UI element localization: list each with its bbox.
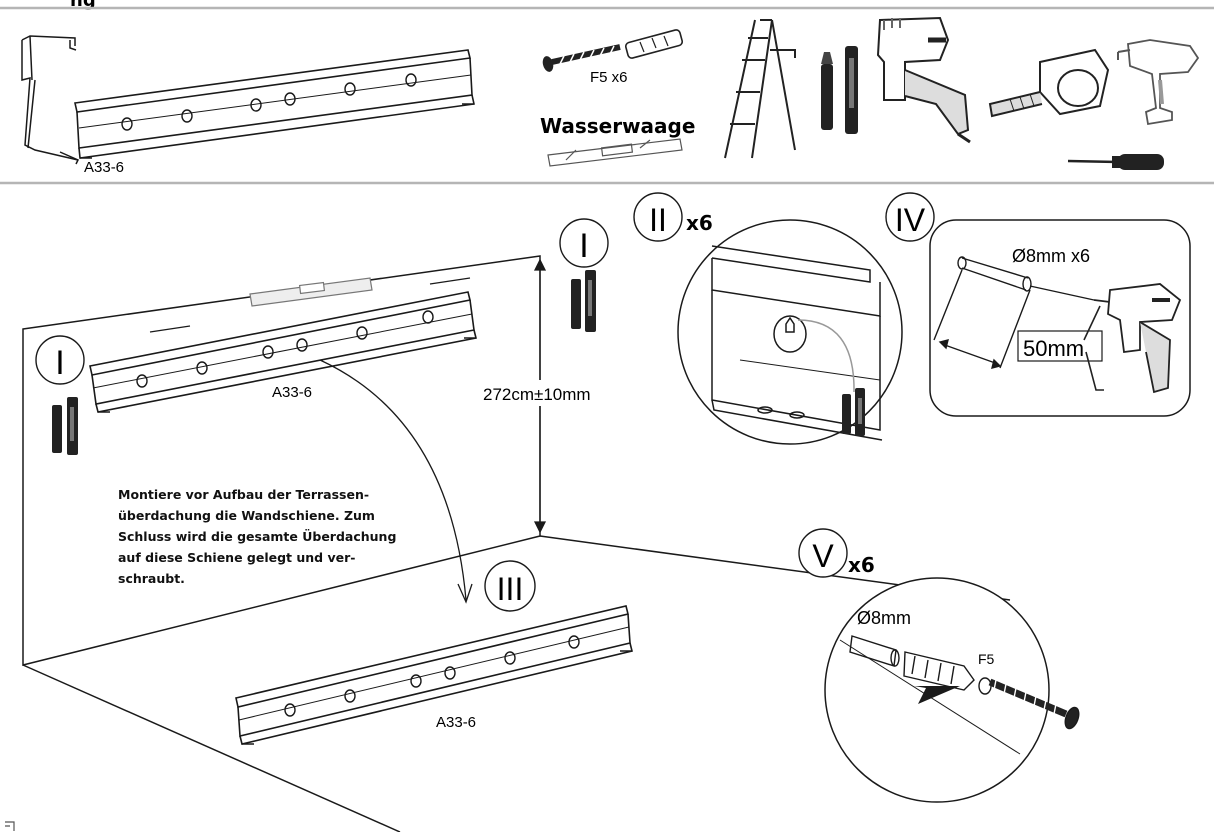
wall-rail-label: A33-6: [272, 384, 312, 401]
step-one-marker-right: I: [559, 218, 609, 268]
hammer-drill-icon: [876, 16, 971, 144]
cordless-drill-icon: [1117, 39, 1200, 126]
step-five-numeral: V: [812, 538, 834, 574]
instruction-line: überdachung die Wandschiene. Zum: [118, 508, 375, 523]
marker-pens-left-icon: [52, 397, 78, 455]
step-five-count: x6: [848, 553, 875, 577]
step-five-detail-circle: [824, 577, 1080, 803]
move-rail-arrow: [319, 359, 473, 604]
spirit-level-on-wall-icon: [249, 277, 373, 307]
step-four-marker: IV: [885, 192, 935, 242]
header-part-label: A33-6: [84, 159, 124, 176]
step-one-numeral-right: I: [579, 227, 588, 265]
drill-depth-box: [1017, 330, 1103, 362]
screwdriver-icon: [1067, 154, 1164, 170]
level-tool-label: Wasserwaage: [540, 114, 695, 138]
insertion-direction-arrow: [914, 686, 960, 704]
step-two-count: x6: [686, 211, 713, 235]
step-four-drill-icon: [1083, 283, 1182, 394]
step-two-numeral: II: [649, 202, 667, 238]
screw-f5-label: F5: [978, 651, 995, 667]
step-three-numeral: III: [497, 571, 524, 607]
step-two-marker: II: [633, 192, 683, 242]
height-dimension-label: 272cm±10mm: [483, 385, 591, 404]
instruction-line: Schluss wird die gesamte Überdachung: [118, 529, 397, 544]
step-one-numeral-left: I: [55, 344, 64, 382]
instruction-note: Montiere vor Aufbau der Terrassen- überd…: [118, 484, 418, 589]
drill-depth-label: 50mm: [1023, 336, 1084, 361]
header-rail-icon: [74, 49, 475, 159]
screw-kit-label: F5 x6: [590, 69, 628, 86]
instruction-line: Montiere vor Aufbau der Terrassen-: [118, 487, 370, 502]
wall-rail-icon: [89, 277, 477, 413]
floor-rail-icon: [235, 605, 633, 745]
drill-diameter-count-label: Ø8mm x6: [1012, 246, 1090, 266]
anchor-diameter-label: Ø8mm: [857, 608, 911, 628]
step-one-marker-left: I: [35, 335, 85, 385]
spirit-level-icon: [547, 138, 683, 167]
drill-hole-diagram: [933, 256, 1095, 369]
wall-bracket-profile-icon: [21, 35, 80, 165]
instruction-line: schraubt.: [118, 571, 185, 586]
tape-measure-icon: [988, 48, 1110, 118]
step-two-detail-circle: [677, 219, 903, 445]
marker-pens-right-icon: [571, 270, 596, 332]
floor-rail-label: A33-6: [436, 714, 476, 731]
height-label-bg: [480, 380, 598, 406]
screw-anchor-icon: [542, 29, 684, 72]
step-three-marker: III: [484, 560, 536, 612]
instruction-line: auf diese Schiene gelegt und ver-: [118, 550, 356, 565]
header-title-fragment: ng: [70, 0, 96, 11]
step-five-marker: V: [798, 528, 848, 578]
step-four-numeral: IV: [895, 202, 926, 238]
corner-mark-icon: [5, 821, 15, 831]
ladder-icon: [724, 19, 796, 159]
marker-pens-icon: [821, 46, 858, 134]
